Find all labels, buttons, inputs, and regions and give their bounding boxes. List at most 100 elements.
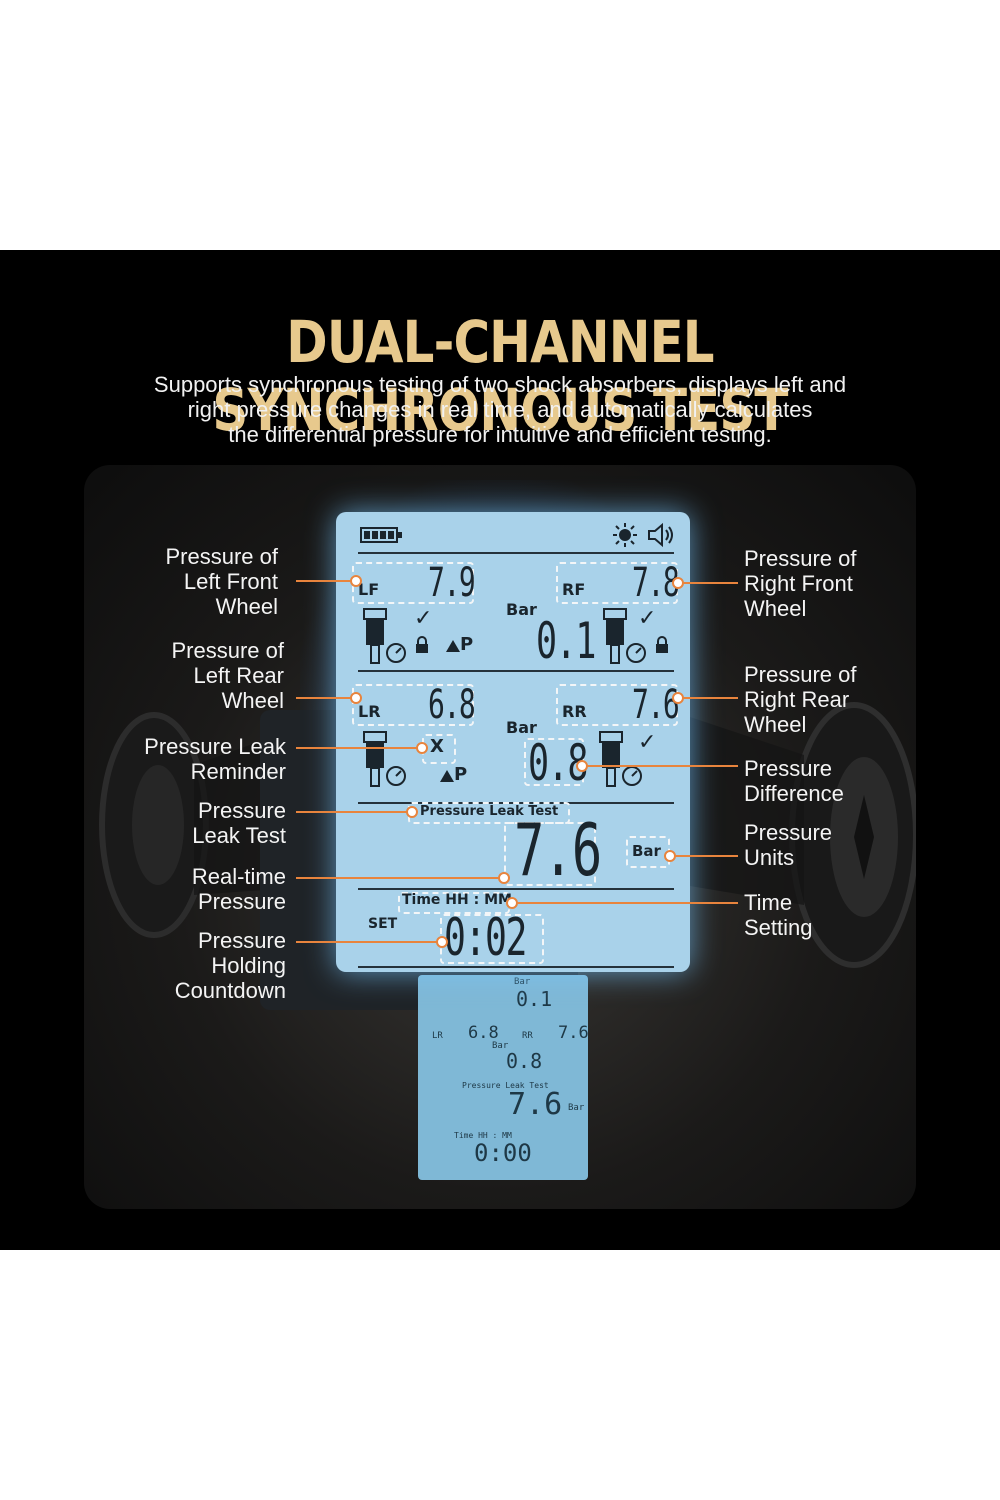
leader-dot — [406, 806, 418, 818]
callout-text: Pressure of Left Front Wheel — [165, 544, 279, 619]
lcd-divider — [358, 670, 674, 672]
rear-unit: Bar — [506, 718, 537, 737]
countdown-value: 0:02 — [444, 908, 527, 968]
callout-text: Pressure Holding Countdown — [174, 928, 286, 1003]
leader-line — [296, 811, 410, 813]
lf-shock-gauge-icon — [363, 608, 406, 664]
leader-dot — [350, 575, 362, 587]
rf-check-icon: ✓ — [638, 606, 657, 631]
leader-dot — [416, 742, 428, 754]
leader-line — [296, 697, 354, 699]
realtime-value: 7.6 — [514, 808, 602, 892]
subtitle-line-3: the differential pressure for intuitive … — [228, 422, 772, 447]
callout-left-rear: Pressure of Left Rear Wheel — [84, 638, 285, 713]
callout-leak-test: Pressure Leak Test — [86, 798, 286, 848]
speaker-icon — [648, 522, 673, 548]
lower-units-value: Bar — [568, 1103, 585, 1113]
leader-dot — [576, 760, 588, 772]
rf-shock-gauge-icon — [603, 608, 646, 664]
leader-dot — [672, 692, 684, 704]
set-label: SET — [368, 916, 398, 932]
battery-icon — [360, 527, 402, 543]
leader-line — [514, 902, 738, 904]
lower-front-diff: 0.1 — [516, 987, 553, 1011]
lock-icon — [656, 636, 668, 653]
lower-rr-tag: RR — [522, 1031, 533, 1041]
callout-realtime: Real-time Pressure — [86, 864, 286, 914]
subtitle-line-2: right pressure changes in real time, and… — [187, 397, 813, 422]
leader-dot — [436, 936, 448, 948]
rr-tag: RR — [562, 702, 587, 721]
lr-shock-gauge-icon — [363, 731, 406, 787]
rr-check-icon: ✓ — [638, 730, 657, 755]
callout-text: Pressure of Left Rear Wheel — [171, 638, 285, 713]
lf-tag: LF — [358, 580, 380, 599]
lower-lr-value: 6.8 — [468, 1023, 499, 1043]
race-car-background — [99, 702, 916, 968]
leader-dot — [672, 577, 684, 589]
lcd-divider — [358, 966, 674, 968]
callout-left-front: Pressure of Left Front Wheel — [78, 544, 279, 619]
rr-value: 7.6 — [632, 682, 680, 728]
callout-time-setting: Time Setting — [744, 890, 944, 940]
lcd-divider — [358, 888, 674, 890]
lf-up-arrow-icon — [446, 640, 460, 652]
leader-line — [680, 582, 738, 584]
front-unit: Bar — [506, 600, 537, 619]
callout-text: Pressure Leak Test — [192, 798, 286, 848]
poster: DUAL-CHANNEL SYNCHRONOUS TEST Supports s… — [0, 250, 1000, 1250]
leader-line — [680, 697, 738, 699]
lower-time-label: Time HH : MM — [454, 1131, 512, 1140]
leader-dot — [506, 897, 518, 909]
leader-dot — [664, 850, 676, 862]
callout-text: Pressure of Right Front Wheel — [744, 546, 857, 621]
lower-realtime-value: 7.6 — [508, 1087, 563, 1122]
lock-icon — [416, 636, 428, 653]
lower-rr-value: 7.6 — [558, 1023, 589, 1043]
callout-text: Pressure of Right Rear Wheel — [744, 662, 857, 737]
callout-difference: Pressure Difference — [744, 756, 944, 806]
leak-reminder-mark: X — [430, 736, 444, 757]
lr-box — [352, 684, 474, 726]
lr-tag: LR — [358, 702, 381, 721]
callout-text: Real-time Pressure — [191, 864, 286, 914]
leader-line — [296, 747, 420, 749]
subtitle: Supports synchronous testing of two shoc… — [90, 372, 910, 447]
sun-icon — [613, 523, 637, 547]
callout-text: Pressure Leak Reminder — [144, 734, 286, 784]
leader-dot — [498, 872, 510, 884]
lower-lr-tag: LR — [432, 1031, 443, 1041]
lower-rear-diff: 0.8 — [506, 1049, 543, 1073]
leader-line — [296, 877, 502, 879]
lcd-divider — [358, 552, 674, 554]
leader-dot — [350, 692, 362, 704]
lower-rear-unit: Bar — [492, 1041, 509, 1051]
callout-countdown: Pressure Holding Countdown — [86, 928, 286, 1003]
rf-tag: RF — [562, 580, 586, 599]
leak-test-label: Pressure Leak Test — [420, 804, 559, 819]
lr-p-mark: P — [454, 764, 468, 785]
lf-p-mark: P — [460, 634, 474, 655]
callout-text: Time Setting — [744, 890, 813, 940]
subtitle-line-1: Supports synchronous testing of two shoc… — [153, 372, 847, 397]
callout-text: Pressure Units — [744, 820, 833, 870]
rf-value: 7.8 — [632, 560, 680, 606]
units-value: Bar — [632, 842, 661, 860]
lcd-display: LF 7.9 RF 7.8 Bar 0.1 ✓ P ✓ — [336, 512, 690, 972]
lower-countdown: 0:00 — [474, 1139, 532, 1167]
lr-value: 6.8 — [428, 682, 476, 728]
callout-right-rear: Pressure of Right Rear Wheel — [744, 662, 944, 737]
lower-leak-test-label: Pressure Leak Test — [462, 1081, 549, 1090]
lr-up-arrow-icon — [440, 770, 454, 782]
callout-leak-reminder: Pressure Leak Reminder — [86, 734, 286, 784]
leader-line — [296, 941, 440, 943]
leader-line — [672, 855, 738, 857]
headline: DUAL-CHANNEL SYNCHRONOUS TEST — [212, 308, 788, 444]
front-diff: 0.1 — [536, 612, 596, 670]
device-lower-screen: Bar 0.1 LR 6.8 RR 7.6 Bar 0.8 Pressure L… — [418, 975, 589, 1180]
leader-line — [584, 765, 738, 767]
leader-line — [296, 580, 354, 582]
time-label: Time HH : MM — [402, 892, 512, 908]
lf-value: 7.9 — [428, 560, 476, 606]
callout-text: Pressure Difference — [744, 756, 844, 806]
